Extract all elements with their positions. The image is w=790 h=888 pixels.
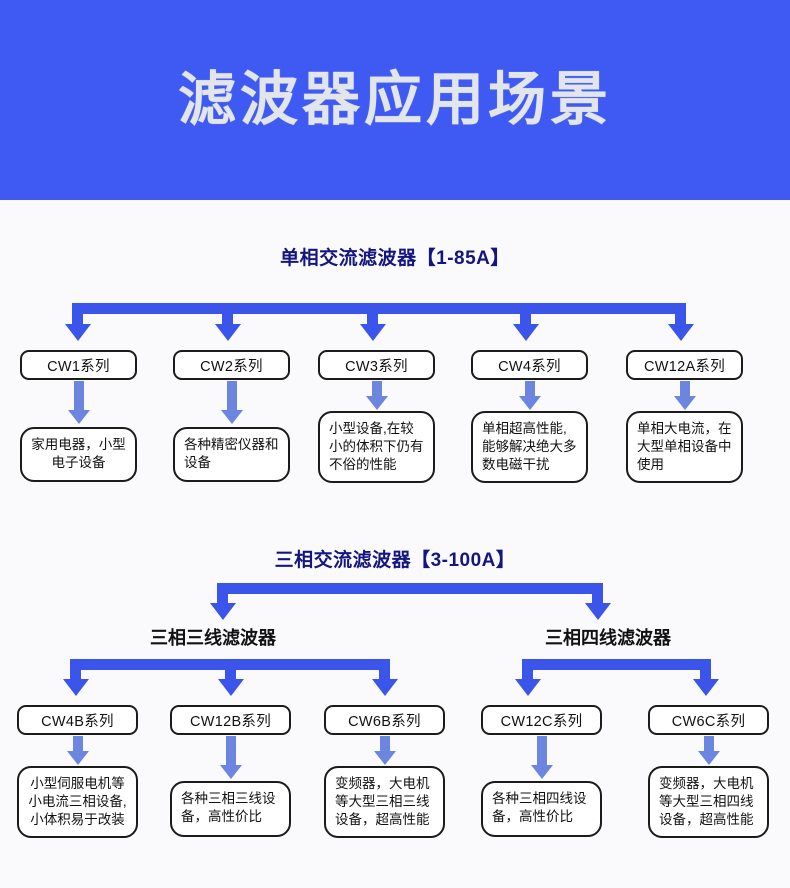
series-box-cw1[interactable]: CW1系列	[20, 350, 137, 380]
desc-text: 各种三相四线设备，高性价比	[492, 791, 587, 825]
arrow-down-cw4b	[62, 679, 89, 696]
arrow-down-cw6c	[692, 679, 719, 696]
connector-stem-cw6c	[700, 659, 711, 681]
arrow-down-cw12a	[667, 324, 694, 341]
desc-text: 变频器，大电机等大型三相三线设备，超高性能	[335, 776, 430, 828]
light-arrow-cw1	[67, 410, 90, 424]
light-arrow-cw12c	[530, 765, 553, 779]
light-arrow-cw12b	[219, 765, 242, 779]
desc-box-cw1: 家用电器，小型电子设备	[20, 427, 137, 482]
connector-bar-four-wire	[522, 659, 711, 670]
series-label: CW4系列	[498, 358, 561, 375]
arrow-down-cw6b	[371, 679, 398, 696]
series-label: CW12B系列	[189, 713, 272, 730]
section-title-single-phase: 单相交流滤波器【1-85A】	[280, 248, 510, 269]
desc-text: 单相超高性能,能够解决绝大多数电磁干扰	[482, 421, 577, 473]
series-label: CW12C系列	[500, 713, 583, 730]
desc-text: 小型伺服电机等小电流三相设备,小体积易于改装	[28, 776, 127, 828]
connector-bar-three-phase	[217, 583, 603, 594]
light-arrow-cw6b	[373, 751, 396, 765]
series-box-cw4b[interactable]: CW4B系列	[17, 705, 138, 735]
light-stem-cw3	[371, 381, 382, 398]
desc-text: 各种精密仪器和设备	[184, 437, 279, 471]
arrow-down-group-3wire	[209, 603, 236, 620]
light-arrow-cw6c	[697, 751, 720, 765]
desc-text: 各种三相三线设备，高性价比	[181, 791, 276, 825]
series-label: CW12A系列	[643, 358, 726, 375]
desc-box-cw12c: 各种三相四线设备，高性价比	[481, 781, 602, 837]
light-stem-cw12a	[679, 381, 690, 398]
desc-text: 小型设备,在较小的体积下仍有不俗的性能	[329, 421, 424, 473]
desc-box-cw6b: 变频器，大电机等大型三相三线设备，超高性能	[324, 766, 445, 838]
group-label-four-wire: 三相四线滤波器	[545, 628, 671, 648]
connector-stem-cw1	[72, 303, 83, 326]
light-arrow-cw4b	[66, 751, 89, 765]
connector-bar-single-phase	[72, 303, 686, 314]
connector-stem-cw3	[367, 303, 378, 326]
light-stem-cw12b	[225, 736, 236, 767]
series-label: CW6C系列	[671, 713, 746, 730]
connector-stem-cw4b	[70, 659, 81, 681]
desc-text: 单相大电流，在大型单相设备中使用	[637, 421, 732, 473]
light-stem-cw6b	[379, 736, 390, 753]
series-box-cw3[interactable]: CW3系列	[318, 350, 435, 380]
desc-box-cw3: 小型设备,在较小的体积下仍有不俗的性能	[318, 411, 435, 483]
series-box-cw12c[interactable]: CW12C系列	[481, 705, 602, 735]
series-box-cw12a[interactable]: CW12A系列	[626, 350, 743, 380]
series-label: CW2系列	[200, 358, 263, 375]
series-box-cw4[interactable]: CW4系列	[471, 350, 588, 380]
desc-box-cw12a: 单相大电流，在大型单相设备中使用	[626, 411, 743, 483]
page-title: 滤波器应用场景	[177, 67, 612, 132]
page-banner: 滤波器应用场景	[0, 0, 790, 200]
series-label: CW1系列	[47, 358, 110, 375]
connector-stem-group-4wire	[592, 583, 603, 605]
connector-stem-cw6b	[379, 659, 390, 681]
arrow-down-cw12b	[217, 679, 244, 696]
arrow-down-cw3	[359, 324, 386, 341]
series-box-cw6b[interactable]: CW6B系列	[324, 705, 445, 735]
arrow-down-cw2	[214, 324, 241, 341]
desc-box-cw12b: 各种三相三线设备，高性价比	[170, 781, 291, 837]
desc-box-cw2: 各种精密仪器和设备	[173, 427, 290, 482]
connector-stem-cw12c	[522, 659, 533, 681]
arrow-down-cw12c	[514, 679, 541, 696]
light-stem-cw1	[73, 381, 84, 412]
desc-text: 家用电器，小型电子设备	[31, 437, 126, 471]
desc-text: 变频器，大电机等大型三相四线设备，超高性能	[659, 776, 754, 828]
light-stem-cw12c	[536, 736, 547, 767]
series-box-cw2[interactable]: CW2系列	[173, 350, 290, 380]
arrow-down-cw4	[512, 324, 539, 341]
section-title-three-phase: 三相交流滤波器【3-100A】	[274, 550, 516, 571]
desc-box-cw6c: 变频器，大电机等大型三相四线设备，超高性能	[648, 766, 769, 838]
connector-stem-cw12a	[675, 303, 686, 326]
desc-box-cw4: 单相超高性能,能够解决绝大多数电磁干扰	[471, 411, 588, 483]
series-label: CW3系列	[345, 358, 408, 375]
series-box-cw6c[interactable]: CW6C系列	[648, 705, 769, 735]
connector-stem-cw2	[222, 303, 233, 326]
light-arrow-cw4	[518, 396, 541, 410]
light-stem-cw2	[226, 381, 237, 412]
arrow-down-cw1	[64, 324, 91, 341]
light-stem-cw4	[524, 381, 535, 398]
light-stem-cw6c	[703, 736, 714, 753]
connector-stem-cw4	[520, 303, 531, 326]
light-stem-cw4b	[72, 736, 83, 753]
connector-stem-group-3wire	[217, 583, 228, 605]
series-label: CW4B系列	[41, 713, 114, 730]
desc-box-cw4b: 小型伺服电机等小电流三相设备,小体积易于改装	[17, 766, 138, 838]
group-label-three-wire: 三相三线滤波器	[150, 628, 276, 648]
series-label: CW6B系列	[348, 713, 421, 730]
light-arrow-cw3	[365, 396, 388, 410]
arrow-down-group-4wire	[584, 603, 611, 620]
light-arrow-cw12a	[673, 396, 696, 410]
series-box-cw12b[interactable]: CW12B系列	[170, 705, 291, 735]
connector-stem-cw12b	[225, 659, 236, 681]
light-arrow-cw2	[220, 410, 243, 424]
